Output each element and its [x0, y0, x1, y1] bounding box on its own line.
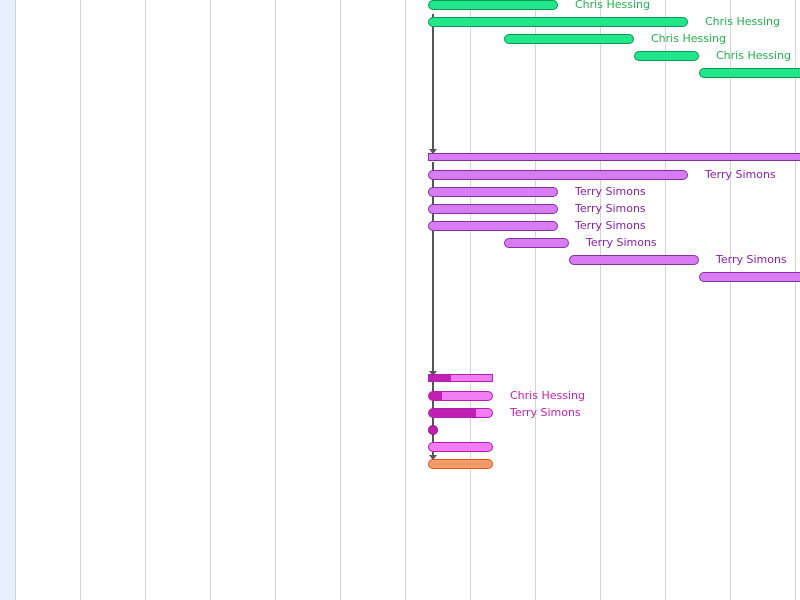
task-assignee-label: Terry Simons	[510, 406, 581, 419]
gridline	[210, 0, 211, 600]
task-bar[interactable]	[428, 17, 688, 27]
summary-bar[interactable]	[428, 153, 800, 161]
task-bar[interactable]	[428, 221, 558, 231]
task-bar[interactable]	[428, 187, 558, 197]
task-bar[interactable]	[504, 238, 569, 248]
gridline	[665, 0, 666, 600]
task-bar[interactable]	[504, 34, 634, 44]
task-bar[interactable]	[569, 255, 699, 265]
progress-fill	[429, 392, 442, 400]
gridline	[795, 0, 796, 600]
gridline	[730, 0, 731, 600]
task-assignee-label: Terry Simons	[586, 236, 657, 249]
task-bar[interactable]	[428, 0, 558, 10]
dependency-arrow	[429, 14, 437, 154]
gridline	[535, 0, 536, 600]
milestone-marker[interactable]	[428, 425, 438, 435]
task-assignee-label: Terry Simons	[575, 202, 646, 215]
task-assignee-label: Chris Hessing	[716, 49, 791, 62]
task-assignee-label: Chris Hessing	[705, 15, 780, 28]
task-assignee-label: Chris Hessing	[575, 0, 650, 11]
gridline	[600, 0, 601, 600]
task-bar[interactable]	[428, 204, 558, 214]
task-assignee-label: Chris Hessing	[651, 32, 726, 45]
gridline	[275, 0, 276, 600]
task-bar[interactable]	[428, 442, 493, 452]
task-assignee-label: Terry Simons	[575, 219, 646, 232]
task-bar[interactable]	[634, 51, 699, 61]
task-bar[interactable]	[428, 459, 493, 469]
task-bar[interactable]	[699, 272, 800, 282]
gridline	[405, 0, 406, 600]
task-bar[interactable]	[428, 170, 688, 180]
gridline	[340, 0, 341, 600]
task-bar[interactable]	[428, 408, 493, 418]
gridline	[470, 0, 471, 600]
progress-fill	[429, 409, 477, 417]
task-bar[interactable]	[699, 68, 800, 78]
task-assignee-label: Chris Hessing	[510, 389, 585, 402]
dependency-arrow	[429, 382, 437, 460]
dependency-arrow	[429, 162, 437, 376]
progress-fill	[429, 375, 452, 381]
gridline	[80, 0, 81, 600]
row-header-strip[interactable]	[0, 0, 16, 600]
summary-bar[interactable]	[428, 374, 493, 382]
gridline	[145, 0, 146, 600]
task-assignee-label: Terry Simons	[575, 185, 646, 198]
task-assignee-label: Terry Simons	[705, 168, 776, 181]
task-assignee-label: Terry Simons	[716, 253, 787, 266]
task-bar[interactable]	[428, 391, 493, 401]
